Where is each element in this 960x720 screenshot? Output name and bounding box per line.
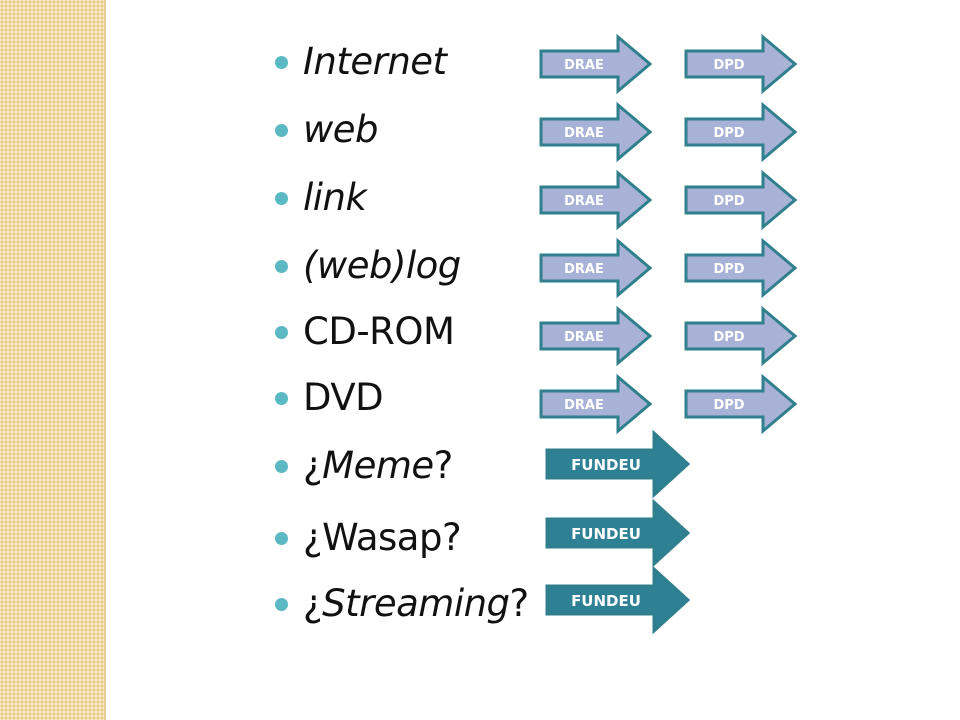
dpd-link-button[interactable]: DPD [683,101,803,163]
bullet-dot-icon [275,326,288,339]
bullet-dot-icon [275,124,288,137]
bullet-dot-icon [275,532,288,545]
list-item-meme: ¿Meme? [275,436,535,496]
term-text: ¿Streaming? [303,582,529,625]
dpd-link-label: DPD [713,58,744,73]
drae-link-button[interactable]: DRAE [538,33,658,95]
list-item-link: link [275,168,535,228]
drae-link-label: DRAE [564,398,604,413]
dpd-link-label: DPD [713,126,744,141]
fundeu-link-button[interactable]: FUNDEU [544,565,694,635]
list-item-weblog: (web)log [275,236,535,296]
fundeu-link-label: FUNDEU [571,592,641,610]
term-text: web [303,108,379,151]
drae-link-button[interactable]: DRAE [538,101,658,163]
drae-link-button[interactable]: DRAE [538,237,658,299]
list-item-wasap: ¿Wasap? [275,508,535,568]
list-item-web: web [275,100,535,160]
dpd-link-button[interactable]: DPD [683,373,803,435]
dpd-link-label: DPD [713,398,744,413]
decorative-side-band [0,0,106,720]
bullet-dot-icon [275,598,288,611]
dpd-link-button[interactable]: DPD [683,33,803,95]
dpd-link-label: DPD [713,330,744,345]
dpd-link-button[interactable]: DPD [683,237,803,299]
drae-link-button[interactable]: DRAE [538,373,658,435]
list-item-internet: Internet [275,32,535,92]
list-item-cd-rom: CD-ROM [275,302,535,362]
fundeu-link-label: FUNDEU [571,456,641,474]
dpd-link-label: DPD [713,194,744,209]
bullet-dot-icon [275,260,288,273]
list-item-dvd: DVD [275,368,535,428]
drae-link-button[interactable]: DRAE [538,305,658,367]
bullet-dot-icon [275,392,288,405]
term-text: ¿Meme? [303,444,453,487]
dpd-link-button[interactable]: DPD [683,305,803,367]
drae-link-label: DRAE [564,58,604,73]
term-text: link [303,176,367,219]
term-text: Internet [303,40,447,83]
bullet-dot-icon [275,460,288,473]
drae-link-label: DRAE [564,126,604,141]
drae-link-label: DRAE [564,194,604,209]
term-text: CD-ROM [303,310,455,353]
drae-link-label: DRAE [564,262,604,277]
fundeu-link-label: FUNDEU [571,525,641,543]
drae-link-label: DRAE [564,330,604,345]
term-text: (web)log [303,244,461,287]
term-text: DVD [303,376,384,419]
drae-link-button[interactable]: DRAE [538,169,658,231]
fundeu-link-button[interactable]: FUNDEU [544,498,694,568]
term-text: ¿Wasap? [303,516,462,559]
bullet-dot-icon [275,56,288,69]
bullet-dot-icon [275,192,288,205]
list-item-streaming: ¿Streaming? [275,574,535,634]
fundeu-link-button[interactable]: FUNDEU [544,429,694,499]
dpd-link-button[interactable]: DPD [683,169,803,231]
dpd-link-label: DPD [713,262,744,277]
